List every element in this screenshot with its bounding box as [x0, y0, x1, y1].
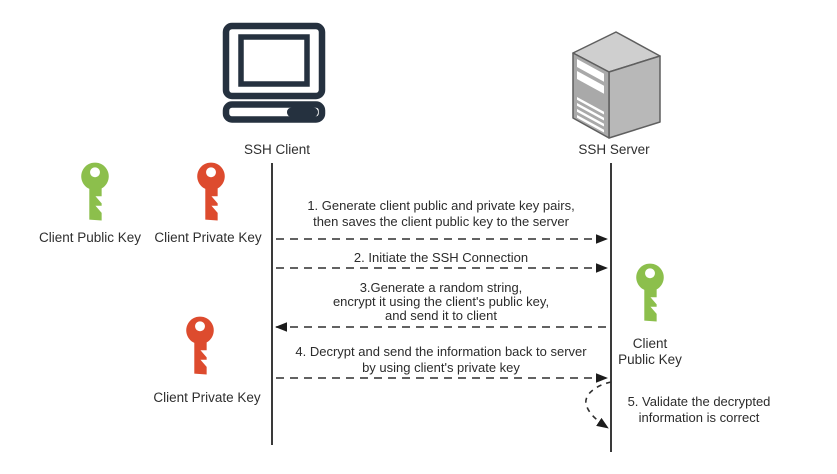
ssh-client-computer-icon	[222, 22, 326, 123]
client-actor-label: SSH Client	[243, 142, 311, 157]
self-loop-arrow-5	[585, 381, 612, 429]
server-actor-label: SSH Server	[578, 142, 650, 157]
client-public-key-label: Client Public Key	[38, 230, 142, 245]
message-1-text: 1. Generate client public and private ke…	[307, 198, 575, 229]
message-3-text: 3.Generate a random string, encrypt it u…	[332, 280, 550, 323]
monitor-screen	[238, 34, 310, 87]
client-private-key-label: Client Private Key	[154, 230, 262, 245]
server-vent-line	[577, 115, 604, 133]
client-private-key-bottom-label: Client Private Key	[153, 390, 261, 405]
message-4-text: 4. Decrypt and send the information back…	[295, 344, 587, 375]
message-2-text: 2. Initiate the SSH Connection	[353, 250, 529, 265]
computer-base-slot	[287, 107, 318, 117]
server-vent-line	[577, 97, 604, 115]
server-vent-line	[577, 109, 604, 127]
client-private-key-icon	[197, 162, 225, 221]
message-5-text: 5. Validate the decrypted information is…	[627, 394, 771, 425]
server-stored-public-key-label: Client Public Key	[618, 336, 682, 367]
client-public-key-icon	[81, 162, 109, 221]
server-drive-slot	[577, 59, 604, 82]
client-private-key-bottom-icon	[186, 316, 214, 375]
ssh-server-tower-icon	[572, 31, 661, 139]
server-drive-slot	[577, 71, 604, 94]
server-stored-public-key-icon	[636, 263, 664, 322]
server-vent-line	[577, 103, 604, 121]
